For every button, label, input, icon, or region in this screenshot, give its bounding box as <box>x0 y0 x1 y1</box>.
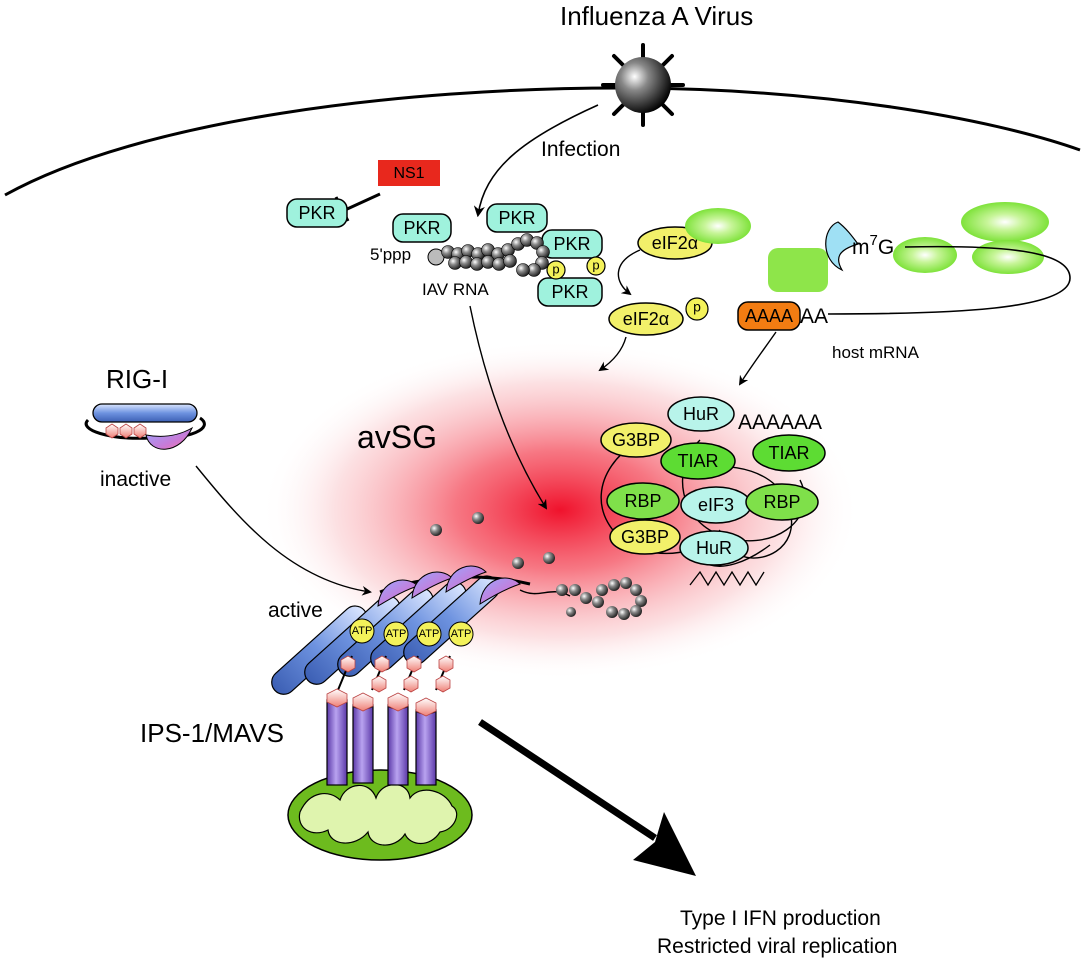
eif2a-phospho: p <box>685 297 709 321</box>
outcome-arrow-shaft <box>478 719 657 841</box>
mavs-label: IPS-1/MAVS <box>140 718 284 748</box>
eif2a-to-sg-arrow <box>598 336 627 372</box>
host-mrna-strand <box>827 245 1071 315</box>
rig-i-card-caps <box>377 565 521 607</box>
rbp-2: RBP <box>745 483 819 521</box>
svg-text:HuR: HuR <box>696 538 732 558</box>
rig-i-label: RIG-I <box>106 364 168 394</box>
rbp-1: RBP <box>606 482 680 520</box>
svg-text:PKR: PKR <box>298 203 335 223</box>
polyA-box <box>737 301 801 331</box>
activation-arrow <box>195 465 372 596</box>
tiar-2: TIAR <box>752 434 826 472</box>
outcome-line-1: Type I IFN production <box>680 907 881 930</box>
card-hexagons <box>340 655 454 693</box>
svg-text:TIAR: TIAR <box>768 443 809 463</box>
iav-rna-label: IAV RNA <box>422 280 489 299</box>
svg-text:RBP: RBP <box>624 491 661 511</box>
rig-i-inactive-icon <box>84 403 206 450</box>
pkr-phospho-1: p <box>546 260 566 280</box>
svg-text:TIAR: TIAR <box>677 451 718 471</box>
g3bp-2: G3BP <box>609 519 681 555</box>
svg-text:HuR: HuR <box>683 404 719 424</box>
svg-text:G3BP: G3BP <box>612 430 660 450</box>
host-mrna-label: host mRNA <box>832 343 920 362</box>
cap-binding-crescent <box>825 221 859 272</box>
eif3: eIF3 <box>680 486 752 524</box>
rig-bound-rna-beads <box>556 577 647 620</box>
infection-label: Infection <box>541 138 620 161</box>
hur-1: HuR <box>667 396 735 432</box>
atp-1: ATP <box>349 618 375 644</box>
svg-text:RBP: RBP <box>763 492 800 512</box>
ribosome-icon-4 <box>972 240 1044 274</box>
host-mrna-to-sg-arrow <box>738 331 777 386</box>
svg-text:ATP: ATP <box>386 628 407 640</box>
svg-text:eIF2α: eIF2α <box>623 309 669 329</box>
polyA-tail-label: AA <box>800 305 828 328</box>
atp-2: ATP <box>383 621 409 647</box>
scattered-rna-beads <box>430 512 555 569</box>
infection-arrow <box>473 104 599 218</box>
virus-icon <box>601 43 685 127</box>
svg-text:PKR: PKR <box>551 282 588 302</box>
virus-label: Influenza A Virus <box>560 1 753 31</box>
svg-text:PKR: PKR <box>403 218 440 238</box>
svg-text:ATP: ATP <box>419 628 440 640</box>
sg-polyA-label: AAAAAA <box>738 411 822 434</box>
g3bp-1: G3BP <box>600 422 672 458</box>
iav-rna-to-sg-arrow <box>469 305 548 510</box>
svg-text:G3BP: G3BP <box>621 527 669 547</box>
svg-text:p: p <box>592 257 599 272</box>
svg-text:eIF3: eIF3 <box>698 495 734 515</box>
pkr-free: PKR <box>286 198 348 228</box>
ns1-box <box>378 160 440 186</box>
eif2a-phosphorylated: eIF2α <box>608 302 684 336</box>
pkr-phospho-2: p <box>586 256 606 276</box>
pkr-4: PKR <box>537 277 603 307</box>
svg-text:eIF2α: eIF2α <box>652 233 698 253</box>
atp-3: ATP <box>416 621 442 647</box>
sg-zigzag-tail <box>689 570 765 587</box>
svg-text:PKR: PKR <box>498 208 535 228</box>
five-ppp-label: 5'ppp <box>370 245 411 264</box>
ribosome-icon-1 <box>685 208 751 244</box>
m7g-label: m7G <box>852 232 894 259</box>
avsg-label: avSG <box>357 419 437 455</box>
atp-4: ATP <box>448 621 474 647</box>
cap-binding-box <box>768 248 828 292</box>
mitochondrion-cristae <box>298 783 458 846</box>
svg-text:p: p <box>693 299 701 315</box>
outcome-line-2: Restricted viral replication <box>657 935 897 958</box>
cell-membrane <box>4 86 1081 197</box>
ribosome-icon-3 <box>961 202 1049 242</box>
eif2a-phospho-arrow <box>617 249 641 296</box>
inactive-label: inactive <box>100 468 171 491</box>
pkr-1: PKR <box>392 213 452 243</box>
svg-text:p: p <box>552 261 559 276</box>
svg-text:ATP: ATP <box>352 625 373 637</box>
pkr-3: PKR <box>541 229 603 259</box>
pkr-2: PKR <box>486 203 548 233</box>
mavs-card-hexagons <box>326 688 437 717</box>
svg-text:PKR: PKR <box>553 234 590 254</box>
tiar-1: TIAR <box>660 442 736 480</box>
iav-rna-beads <box>427 233 550 277</box>
ribosome-icon-2 <box>893 237 957 273</box>
active-label: active <box>268 599 323 622</box>
hur-2: HuR <box>679 530 749 566</box>
ns1-label: NS1 <box>393 165 424 182</box>
outcome-arrowhead <box>633 812 696 876</box>
svg-text:ATP: ATP <box>451 628 472 640</box>
polyA-box-label: AAAA <box>745 306 793 326</box>
